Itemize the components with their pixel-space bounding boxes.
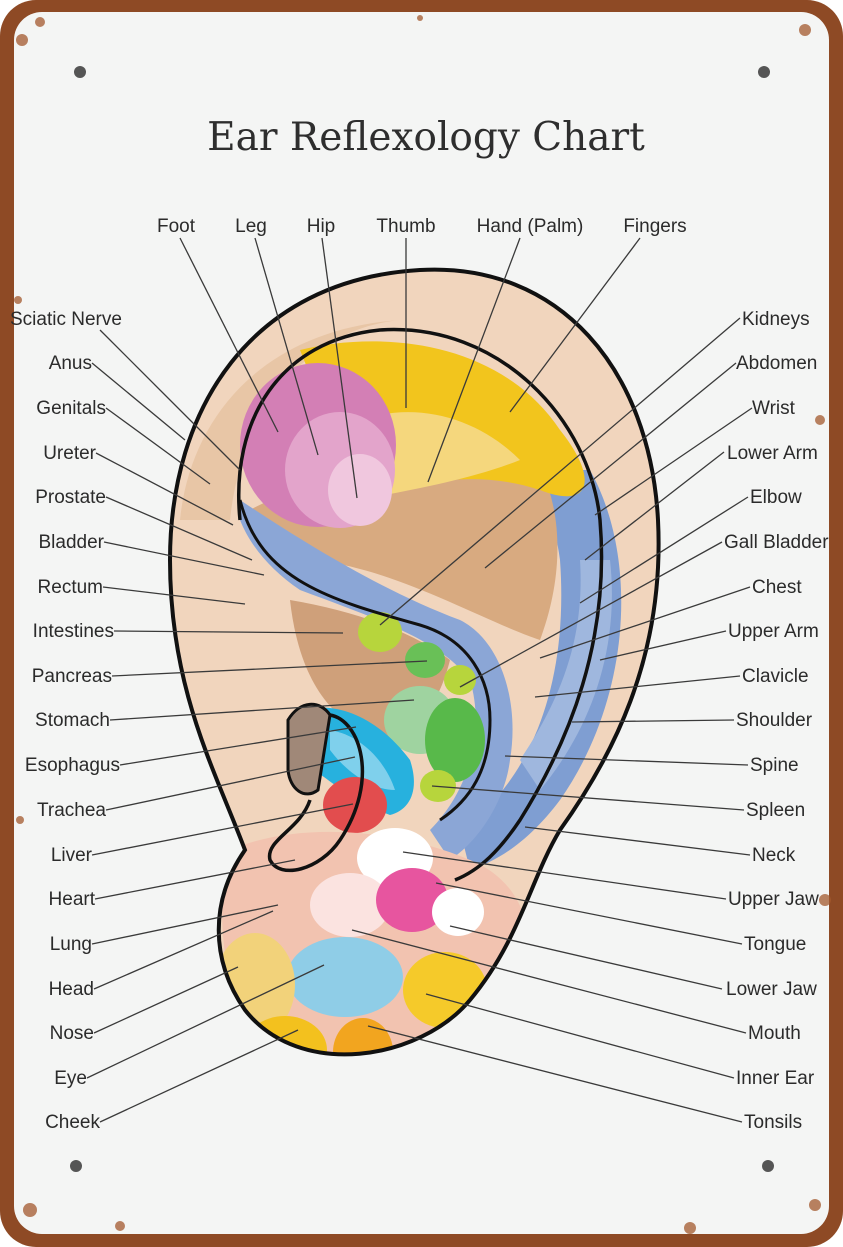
label-lung: Lung (50, 934, 92, 955)
label-esophagus: Esophagus (25, 755, 120, 776)
label-neck: Neck (752, 845, 796, 866)
label-foot: Foot (157, 216, 196, 237)
label-trachea: Trachea (37, 800, 106, 821)
label-tongue: Tongue (744, 934, 806, 955)
rust-speckles (14, 15, 831, 1234)
ear-outline (167, 267, 661, 1057)
leader-lines (86, 237, 753, 1123)
label-rectum: Rectum (38, 577, 103, 598)
label-cheek: Cheek (45, 1112, 100, 1133)
label-hand-palm: Hand (Palm) (477, 216, 584, 237)
label-shoulder: Shoulder (736, 710, 813, 731)
label-clavicle: Clavicle (742, 666, 809, 687)
label-lower-jaw: Lower Jaw (726, 979, 817, 1000)
label-fingers: Fingers (623, 216, 686, 237)
label-bladder: Bladder (39, 532, 105, 553)
label-liver: Liver (51, 845, 93, 866)
label-ureter: Ureter (43, 443, 96, 464)
antihelix-outline (238, 499, 492, 822)
label-heart: Heart (49, 889, 96, 910)
tragus-outline (267, 713, 365, 872)
label-prostate: Prostate (35, 487, 106, 508)
label-intestines: Intestines (33, 621, 114, 642)
label-hip: Hip (307, 216, 336, 237)
label-sciatic-nerve: Sciatic Nerve (10, 309, 122, 330)
label-wrist: Wrist (752, 398, 796, 419)
label-lower-arm: Lower Arm (727, 443, 818, 464)
label-mouth: Mouth (748, 1023, 801, 1044)
label-kidneys: Kidneys (742, 309, 810, 330)
label-upper-arm: Upper Arm (728, 621, 819, 642)
label-spine: Spine (750, 755, 799, 776)
ear-zones (180, 320, 622, 1055)
label-abdomen: Abdomen (736, 353, 817, 374)
chart-title: Ear Reflexology Chart (207, 115, 645, 160)
label-anus: Anus (49, 353, 92, 374)
label-gall-bladder: Gall Bladder (724, 532, 829, 553)
label-head: Head (49, 979, 94, 1000)
label-elbow: Elbow (750, 487, 802, 508)
label-pancreas: Pancreas (32, 666, 112, 687)
ear-canal (286, 702, 332, 796)
label-genitals: Genitals (36, 398, 106, 419)
label-thumb: Thumb (376, 216, 435, 237)
top-labels: Foot Leg Hip Thumb Hand (Palm) Fingers (157, 216, 687, 237)
label-upper-jaw: Upper Jaw (728, 889, 819, 910)
label-nose: Nose (50, 1023, 94, 1044)
label-inner-ear: Inner Ear (736, 1068, 815, 1089)
left-labels: Sciatic Nerve Anus Genitals Ureter Prost… (10, 309, 122, 1133)
label-leg: Leg (235, 216, 267, 237)
helix-inner-outline (237, 327, 604, 882)
right-labels: Kidneys Abdomen Wrist Lower Arm Elbow Ga… (724, 309, 829, 1133)
label-eye: Eye (54, 1068, 87, 1089)
mount-holes (70, 66, 774, 1172)
label-chest: Chest (752, 577, 802, 598)
label-spleen: Spleen (746, 800, 805, 821)
label-stomach: Stomach (35, 710, 110, 731)
label-tonsils: Tonsils (744, 1112, 802, 1133)
